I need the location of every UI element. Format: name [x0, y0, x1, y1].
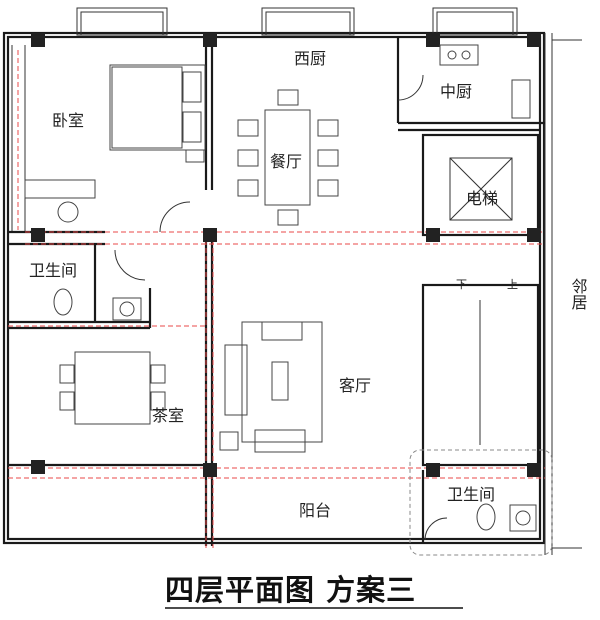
label-living: 客厅: [339, 376, 371, 395]
label-west-kitchen: 西厨: [294, 49, 326, 68]
label-bathroom-right: 卫生间: [447, 485, 495, 504]
plan-caption: 四层平面图 方案三: [165, 573, 416, 607]
kitchen-fixtures: [439, 44, 531, 119]
structural-columns: [31, 33, 541, 477]
desk: [24, 179, 96, 223]
label-tea-room: 茶室: [152, 406, 184, 425]
label-middle-kitchen: 中厨: [440, 82, 472, 101]
room-labels: 卧室 西厨 中厨 餐厅 电梯 卫生间 客厅 茶室 阳台 卫生间 下 上 邻居: [29, 49, 588, 520]
dining-table-set: [237, 89, 339, 226]
tea-table-set: [59, 351, 166, 425]
structural-dashed-lines: [8, 231, 545, 548]
interior-walls: [8, 37, 545, 546]
label-bedroom: 卧室: [52, 111, 84, 130]
bed: [109, 64, 206, 163]
living-sofa-set: [219, 321, 323, 453]
door-swings: [114, 74, 448, 541]
outer-walls: [2, 31, 546, 545]
label-dining: 餐厅: [270, 152, 302, 171]
top-bay-windows: [76, 7, 518, 36]
stair-down-label: 下: [456, 278, 467, 291]
label-balcony: 阳台: [299, 501, 331, 520]
label-elevator: 电梯: [466, 189, 498, 208]
stair-up-label: 上: [507, 278, 518, 291]
bathroom-fixtures: [53, 288, 537, 532]
label-neighbor: 邻居: [569, 278, 588, 310]
label-bathroom-left: 卫生间: [29, 261, 77, 280]
left-window-strip: [11, 45, 26, 232]
